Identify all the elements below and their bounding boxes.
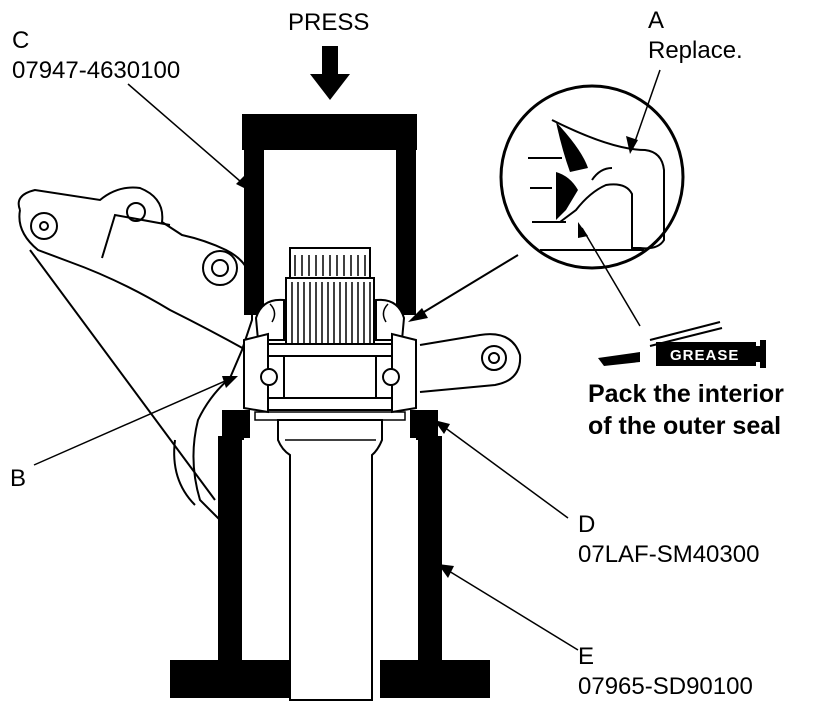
seal-detail-circle [499, 84, 685, 270]
base-plate-right [380, 660, 490, 698]
callout-a-letter: A [648, 7, 664, 34]
tool-c-right-wall [396, 150, 416, 315]
callout-d-letter: D [578, 511, 595, 538]
tool-c-left-wall [244, 150, 264, 315]
grease-note-line1: Pack the interior [588, 380, 784, 408]
axle-tube [277, 419, 383, 701]
hub-assembly [254, 247, 406, 349]
press-label: PRESS [288, 9, 369, 36]
tool-e-left-wall [218, 436, 242, 666]
support-tool-e [170, 420, 490, 698]
callout-e-part-number: 07965-SD90100 [578, 673, 753, 700]
steering-knuckle [17, 186, 522, 521]
callout-e-letter: E [578, 643, 594, 670]
grease-tag: GREASE [670, 347, 739, 364]
installer-tool-c [242, 114, 417, 315]
callout-b-letter: B [10, 465, 26, 492]
leader-lines [33, 69, 661, 651]
callout-a-text: Replace. [648, 37, 743, 64]
callout-c-part-number: 07947-4630100 [12, 57, 180, 84]
callout-c-letter: C [12, 27, 29, 54]
press-plate [242, 114, 417, 150]
press-arrow [310, 46, 350, 100]
grease-gun-icon [598, 321, 766, 368]
callout-d-part-number: 07LAF-SM40300 [578, 541, 759, 568]
base-plate-left [170, 660, 290, 698]
bearing-section [243, 332, 417, 421]
grease-note-line2: of the outer seal [588, 412, 781, 440]
